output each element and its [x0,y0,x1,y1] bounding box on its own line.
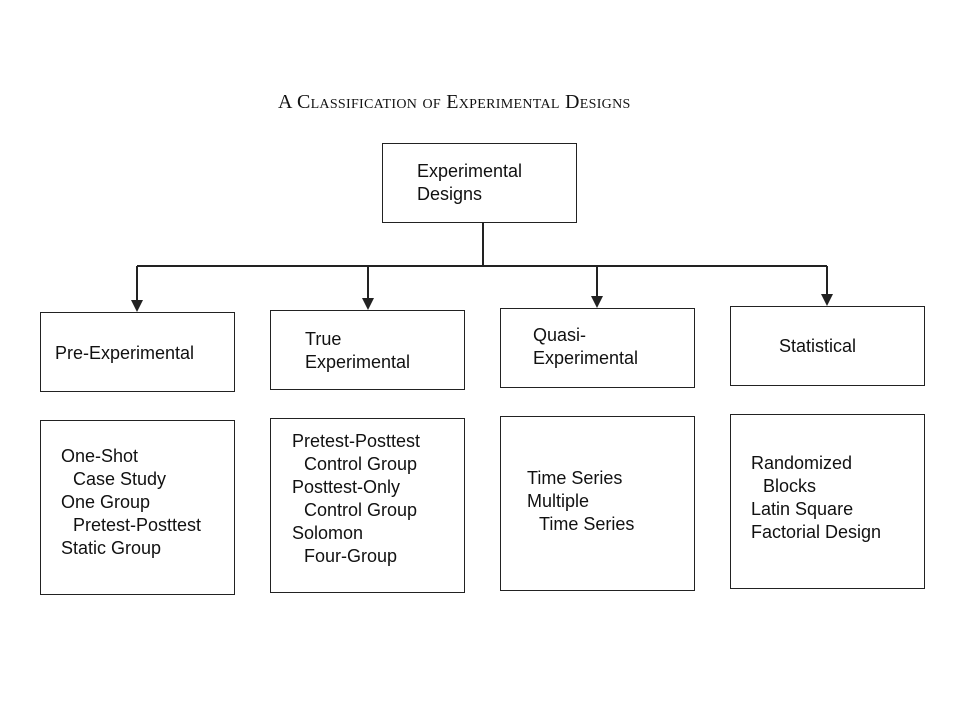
arrowhead-quasi-experimental [591,296,603,308]
design-item: Case Study [73,469,167,489]
category-label-line: True [305,329,342,349]
category-label-line: Pre-Experimental [55,343,195,363]
design-item: Posttest-Only [292,477,401,497]
design-item: One Group [61,492,151,512]
arrowhead-statistical [821,294,833,306]
design-item: Static Group [61,538,162,558]
category-label-line: Experimental [305,352,411,372]
design-list-text: Time Series Multiple Time Series [527,467,634,536]
category-label-line: Statistical [779,336,857,356]
design-item: Multiple [527,491,590,511]
category-node-quasi-experimental: Quasi- Experimental [500,308,695,388]
design-list-text: One-Shot Case Study One Group Pretest-Po… [61,445,201,560]
category-label-line: Experimental [533,348,639,368]
design-list-text: Pretest-Posttest Control Group Posttest-… [292,430,420,568]
arrowhead-pre-experimental [131,300,143,312]
design-item: Pretest-Posttest [292,431,421,451]
design-list-pre-experimental: One-Shot Case Study One Group Pretest-Po… [40,420,235,595]
design-item: Control Group [304,500,418,520]
category-node-pre-experimental: Pre-Experimental [40,312,235,392]
design-item: Solomon [292,523,364,543]
design-item: One-Shot [61,446,139,466]
category-label-line: Quasi- [533,325,587,345]
category-label: Statistical [779,335,856,358]
root-node-line: Designs [417,184,483,204]
root-node-line: Experimental [417,161,523,181]
design-list-true-experimental: Pretest-Posttest Control Group Posttest-… [270,418,465,593]
diagram-title: A Classification of Experimental Designs [278,91,631,113]
design-list-statistical: Randomized Blocks Latin Square Factorial… [730,414,925,589]
category-label: Pre-Experimental [55,342,194,365]
design-item: Time Series [539,514,635,534]
design-list-quasi-experimental: Time Series Multiple Time Series [500,416,695,591]
arrowhead-true-experimental [362,298,374,310]
design-item: Control Group [304,454,418,474]
root-node-text: Experimental Designs [417,160,522,206]
design-item: Latin Square [751,499,854,519]
design-list-text: Randomized Blocks Latin Square Factorial… [751,452,881,544]
category-node-true-experimental: True Experimental [270,310,465,390]
design-item: Time Series [527,468,623,488]
design-item: Four-Group [304,546,398,566]
design-item: Blocks [763,476,817,496]
category-node-statistical: Statistical [730,306,925,386]
category-label: True Experimental [305,328,410,374]
root-node: Experimental Designs [382,143,577,223]
design-item: Randomized [751,453,853,473]
design-item: Pretest-Posttest [73,515,202,535]
category-label: Quasi- Experimental [533,324,638,370]
design-item: Factorial Design [751,522,882,542]
